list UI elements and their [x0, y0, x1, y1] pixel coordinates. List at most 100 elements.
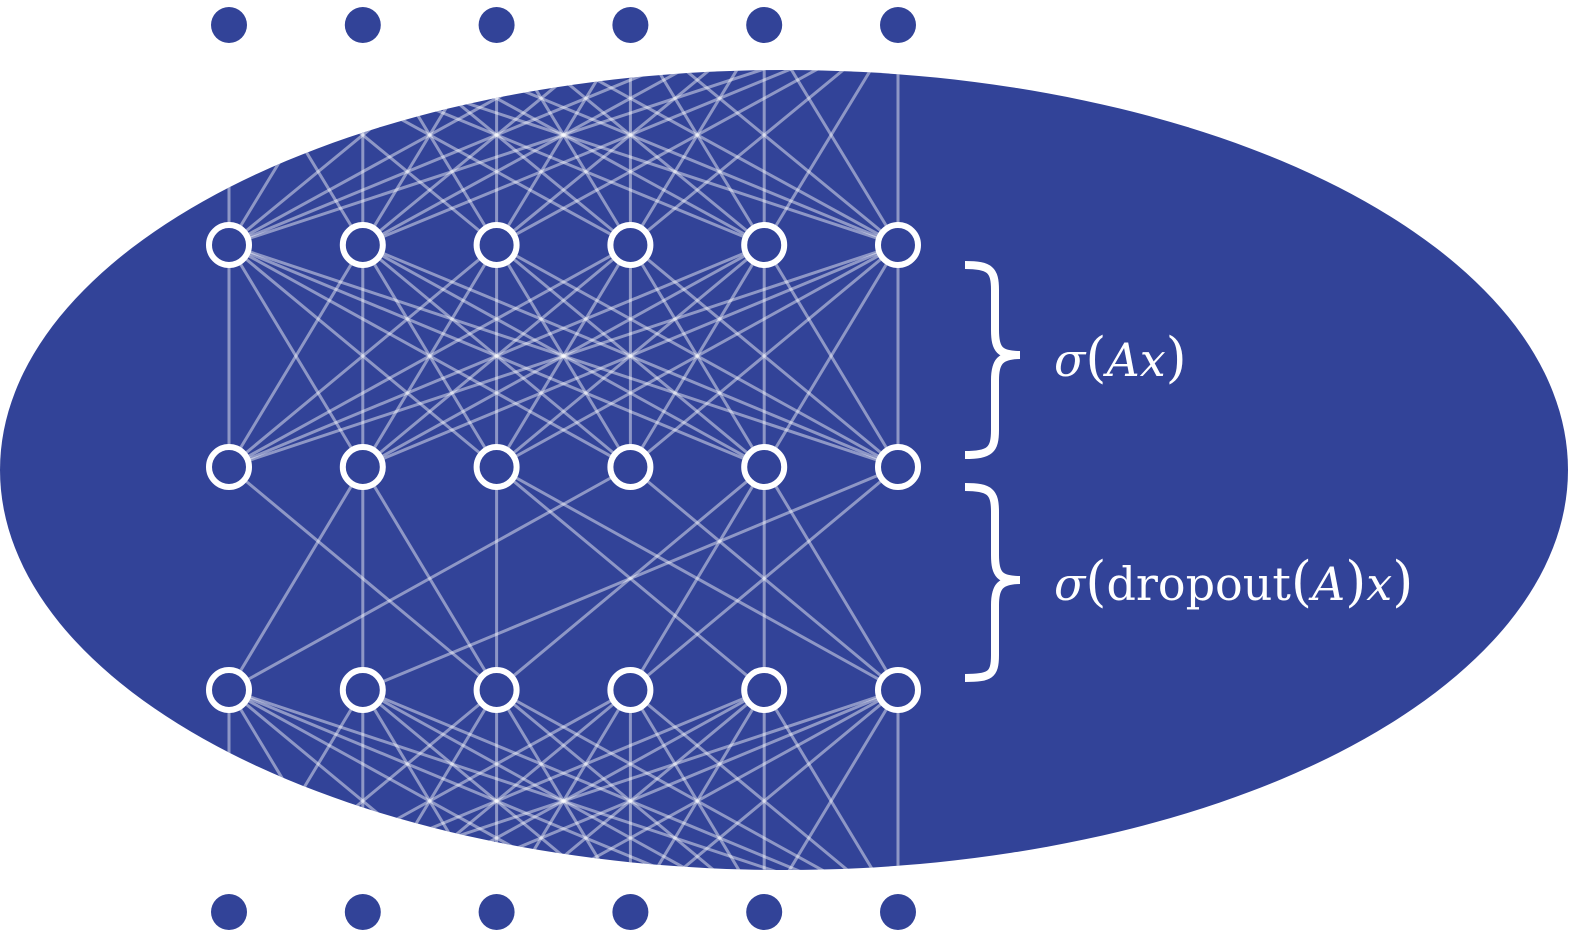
- edge: [495, 465, 766, 692]
- ellipsis-dot: [612, 894, 649, 930]
- edge: [228, 243, 899, 469]
- edge: [495, 70, 766, 247]
- edge: [228, 243, 899, 469]
- edge: [629, 243, 899, 469]
- neuron: [206, 222, 252, 268]
- edge: [228, 243, 632, 469]
- edge: [362, 688, 899, 870]
- paren: ): [1165, 326, 1187, 389]
- neuron: [339, 222, 386, 268]
- ellipsis-dot: [478, 7, 515, 43]
- neuron: [875, 444, 921, 490]
- edge: [228, 243, 632, 469]
- dropout-func: dropout: [1106, 557, 1291, 611]
- edge: [362, 243, 765, 469]
- var-x: x: [1366, 557, 1393, 611]
- ellipsis-dot: [612, 7, 649, 43]
- ellipsis-dot: [746, 894, 783, 930]
- edge: [629, 70, 766, 246]
- paren: ): [1392, 550, 1414, 613]
- var-x: x: [1139, 333, 1166, 387]
- edge: [361, 244, 498, 468]
- paren: (: [1085, 326, 1107, 389]
- ellipsis-dot: [211, 894, 247, 930]
- edge: [629, 688, 899, 870]
- neuron: [206, 444, 252, 490]
- paren: (: [1290, 550, 1312, 613]
- edge: [227, 466, 365, 691]
- edge: [495, 244, 632, 468]
- edge: [362, 243, 899, 469]
- ellipsis-dot: [880, 894, 916, 930]
- edge: [495, 465, 899, 692]
- neuron: [339, 444, 386, 490]
- edge: [629, 689, 766, 870]
- sigma-symbol: σ: [1054, 557, 1086, 611]
- edge: [228, 688, 632, 870]
- edge: [495, 688, 766, 870]
- label-sigma-ax: σ(Ax): [1054, 326, 1187, 389]
- edge: [228, 688, 498, 870]
- edge: [495, 243, 899, 469]
- edge: [228, 70, 498, 247]
- edge: [228, 70, 765, 247]
- edge: [362, 688, 765, 870]
- edge: [362, 243, 765, 469]
- edge: [228, 688, 765, 870]
- neuron: [607, 444, 654, 490]
- edge: [228, 70, 498, 247]
- edge: [495, 70, 632, 246]
- edge: [495, 689, 632, 870]
- edge: [495, 465, 766, 692]
- var-a: A: [1106, 333, 1140, 387]
- brace-bottom: [964, 483, 1021, 682]
- edge: [228, 465, 498, 692]
- edges: [227, 70, 900, 870]
- var-a: A: [1311, 557, 1346, 611]
- edge: [762, 689, 900, 870]
- edge: [629, 689, 766, 870]
- edge: [361, 466, 498, 691]
- neuron: [339, 667, 386, 713]
- edge: [629, 244, 766, 468]
- edge: [362, 70, 899, 247]
- edge: [495, 688, 899, 870]
- neuron: [473, 444, 520, 490]
- neuron: [875, 667, 921, 713]
- edge: [227, 244, 365, 468]
- edge: [495, 243, 899, 469]
- edge: [227, 244, 365, 468]
- label-sigma-dropout: σ(dropout(A)x): [1054, 550, 1413, 613]
- ellipsis-dot: [478, 894, 515, 930]
- ellipsis-dot: [211, 7, 247, 43]
- edge: [228, 70, 765, 247]
- ellipsis-dot: [344, 894, 381, 930]
- edge: [228, 688, 765, 870]
- edge: [762, 70, 900, 246]
- edge: [362, 70, 765, 247]
- edge: [228, 243, 498, 469]
- edge: [762, 70, 900, 246]
- edge: [362, 465, 899, 692]
- edge: [361, 243, 632, 469]
- edge: [228, 243, 765, 469]
- neuron: [741, 444, 788, 490]
- edge: [495, 70, 899, 247]
- edge: [495, 243, 766, 469]
- edge: [629, 465, 899, 692]
- edge: [629, 244, 766, 468]
- edge: [228, 688, 899, 870]
- edge: [495, 689, 632, 870]
- ellipsis-dot: [746, 7, 783, 43]
- ellipsis-dot: [344, 7, 381, 43]
- edge: [629, 70, 766, 246]
- edge: [228, 688, 632, 870]
- neuron: [741, 667, 788, 713]
- edge: [629, 243, 899, 469]
- edge: [362, 70, 899, 247]
- edge: [629, 466, 766, 691]
- paren: ): [1345, 550, 1367, 613]
- edge: [362, 688, 765, 870]
- ellipsis-dot: [880, 7, 916, 43]
